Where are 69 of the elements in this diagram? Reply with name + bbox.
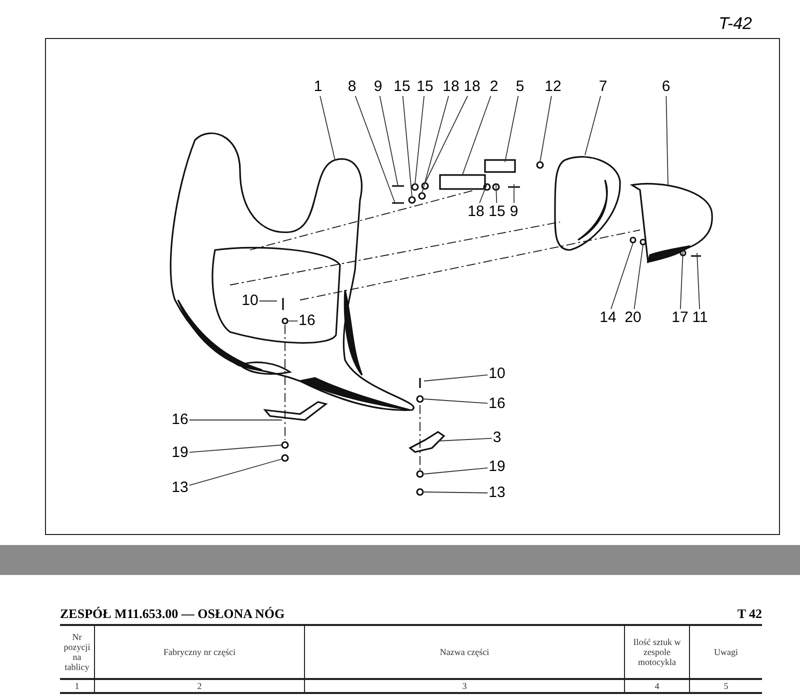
callout-number: 15: [488, 204, 506, 220]
callout-number: 16: [172, 412, 188, 428]
callout-number: 16: [488, 396, 506, 412]
table-number: T 42: [737, 606, 762, 622]
leader-line: [320, 96, 336, 160]
page-number: T-42: [718, 14, 752, 34]
column-number: 1: [60, 679, 94, 693]
column-header: Uwagi: [690, 625, 762, 679]
leader-line: [438, 438, 492, 442]
callout-number: 17: [672, 310, 688, 326]
column-number: 4: [624, 679, 690, 693]
callout-number: 15: [394, 79, 410, 95]
column-number: 5: [690, 679, 762, 693]
leader-line: [402, 96, 412, 198]
column-number: 2: [94, 679, 304, 693]
callout-number: 2: [490, 79, 498, 95]
leader-line: [666, 96, 668, 186]
table-title: ZESPÓŁ M11.653.00 — OSŁONA NÓG: [60, 606, 285, 622]
column-number: 3: [304, 679, 624, 693]
callout-number: 9: [374, 79, 382, 95]
column-header: Ilość sztuk w zespole motocykla: [624, 625, 690, 679]
leader-line: [188, 444, 282, 453]
leader-line: [424, 492, 488, 494]
leader-line: [496, 184, 498, 204]
leader-line: [504, 96, 519, 162]
callout-number: 6: [662, 79, 670, 95]
callout-number: 12: [544, 79, 562, 95]
callout-number: 20: [624, 310, 642, 326]
callout-number: 5: [516, 79, 524, 95]
leader-line: [424, 398, 488, 404]
leader-line: [258, 300, 278, 302]
callout-number: 16: [298, 313, 316, 329]
column-header: Nr pozycji na tablicy: [60, 625, 94, 679]
callout-number: 14: [600, 310, 616, 326]
leader-line: [696, 252, 700, 310]
leader-line: [379, 96, 398, 186]
leader-line: [188, 458, 282, 486]
callout-number: 15: [416, 79, 434, 95]
callout-number: 19: [488, 459, 506, 475]
callout-number: 18: [464, 79, 480, 95]
column-header: Nazwa części: [304, 625, 624, 679]
leader-line: [424, 374, 488, 382]
leader-line: [462, 96, 492, 176]
leader-line: [479, 184, 488, 204]
leader-line: [634, 244, 644, 310]
column-header: Fabryczny nr części: [94, 625, 304, 679]
callout-number: 18: [442, 79, 460, 95]
leader-line: [354, 96, 396, 204]
callout-number: 10: [242, 293, 258, 309]
leader-line: [680, 250, 684, 310]
callout-number: 9: [510, 204, 518, 220]
leader-line: [422, 96, 449, 194]
callout-number: 13: [172, 480, 188, 496]
leader-line: [540, 96, 552, 162]
callout-number: 7: [598, 79, 608, 95]
callout-number: 1: [314, 79, 322, 95]
callout-number: 19: [172, 445, 188, 461]
leader-line: [288, 320, 298, 322]
callout-number: 3: [492, 430, 502, 446]
callout-number: 11: [692, 310, 708, 326]
callout-number: 13: [488, 485, 506, 501]
leader-line: [584, 96, 602, 156]
leader-line: [424, 96, 468, 184]
leader-line: [610, 242, 634, 310]
leader-line: [424, 467, 488, 474]
leader-line: [414, 96, 425, 184]
callout-number: 8: [348, 79, 356, 95]
callout-number: 18: [468, 204, 484, 220]
callout-number: 10: [488, 366, 506, 382]
